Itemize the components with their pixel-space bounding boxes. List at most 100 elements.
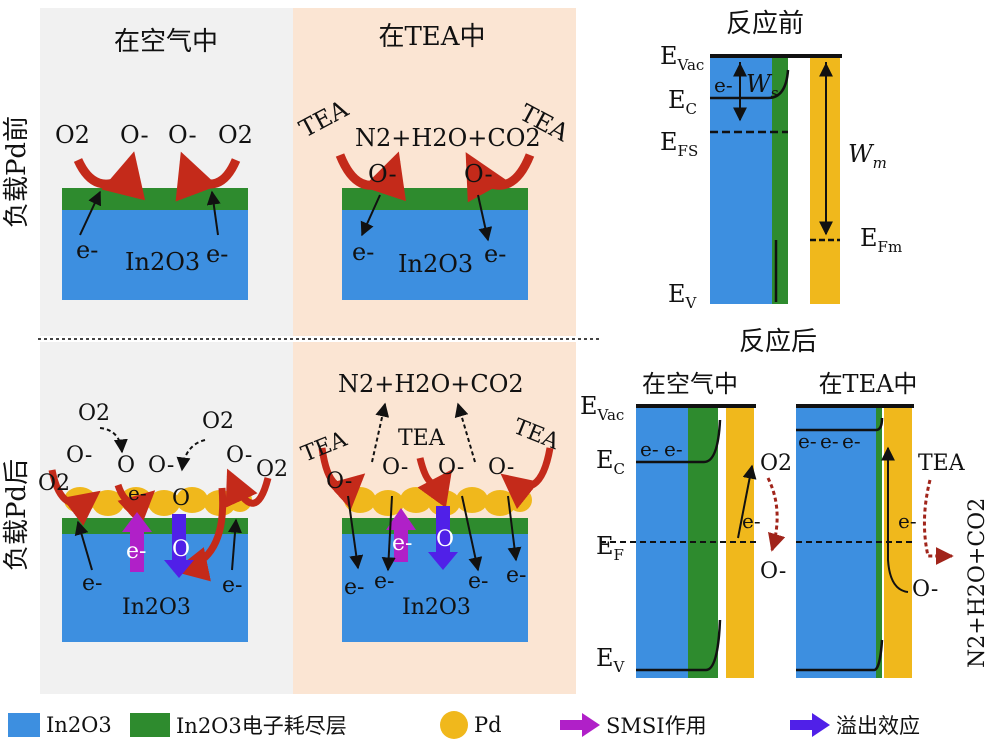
electron-arrow <box>507 495 522 562</box>
energy-label-fm: EFm <box>860 224 902 256</box>
band-header-tea: 在TEA中 <box>819 370 918 398</box>
tea-oxidation-arrow <box>500 447 554 510</box>
e-minus-label: e- <box>820 429 839 453</box>
electron-arrow <box>461 495 483 572</box>
smsi-arrow-shaft <box>394 528 408 562</box>
o2-label: O2 <box>38 471 70 496</box>
e-minus-label: e- <box>664 437 683 461</box>
spillover-arrow-shaft <box>172 514 186 562</box>
energy-label-fs: EFS <box>660 128 698 160</box>
o-label: O <box>436 527 454 552</box>
e-minus-label: e- <box>640 437 659 461</box>
spillover-arrow-head <box>428 552 458 570</box>
valence-band-edge <box>796 639 884 672</box>
e-minus-label: e- <box>484 240 506 268</box>
tea-oxidation-arrow <box>465 152 535 203</box>
product-release-arrow <box>454 402 476 463</box>
header-tea: 在TEA中 <box>378 22 485 52</box>
electron-arrow <box>347 495 364 570</box>
o-minus-label: O- <box>382 455 408 480</box>
spillover-arrow-head <box>164 560 194 578</box>
tea-oxidation-arrow <box>318 447 366 510</box>
o-minus-label: O- <box>760 559 786 584</box>
o-label: O <box>117 453 135 478</box>
o-minus-label: O- <box>148 453 174 478</box>
o2-adsorb-arrow <box>73 151 146 201</box>
electron-return-arrow <box>881 446 909 593</box>
legend-swatch-depletion <box>130 713 170 737</box>
tea-oxidation-arrow <box>922 479 954 565</box>
energy-label-c: EC <box>596 446 625 478</box>
row-label-after: 负载Pd后 <box>2 459 32 571</box>
header-air: 在空气中 <box>114 27 218 57</box>
o-minus-label: O- <box>168 121 197 149</box>
electron-arrow <box>206 190 221 236</box>
o2-label: O2 <box>760 451 792 476</box>
in2o3-label: In2O3 <box>122 595 191 620</box>
energy-label-vac: EVac <box>580 392 624 424</box>
depletion-layer <box>342 188 528 210</box>
o2-adsorb-arrow <box>173 487 227 582</box>
in2o3-label: In2O3 <box>402 595 471 620</box>
o-minus-label: O- <box>226 443 252 468</box>
o2-dissociation-arrow <box>176 439 206 472</box>
o-minus-label: O- <box>120 121 149 149</box>
e-minus-label: e- <box>222 573 242 598</box>
o-label: O <box>172 486 190 511</box>
o-minus-label: O- <box>438 455 464 480</box>
legend-label: SMSI作用 <box>606 714 707 738</box>
legend: In2O3 In2O3电子耗尽层 Pd SMSI作用 溢出效应 <box>0 700 1000 749</box>
e-minus-label: e- <box>82 571 102 596</box>
products-label: N2+H2O+CO2 <box>965 498 990 668</box>
legend-swatch-pd <box>440 711 468 739</box>
electron-arrow <box>228 518 242 571</box>
e-minus-label: e- <box>506 563 526 588</box>
e-minus-label: e- <box>714 73 733 97</box>
row-label-before: 负载Pd前 <box>2 116 32 228</box>
e-minus-label: e- <box>392 531 412 556</box>
legend-item-in2o3: In2O3 <box>8 708 112 742</box>
tea-label: TEA <box>398 426 446 451</box>
energy-label-v: EV <box>668 280 698 312</box>
o-minus-label: O- <box>326 469 352 494</box>
valence-band-edge <box>636 619 722 672</box>
o2-label: O2 <box>202 409 234 434</box>
o2-label: O2 <box>256 457 288 482</box>
in2o3-label: In2O3 <box>125 248 200 276</box>
spillover-arrow-icon <box>790 713 830 737</box>
o-minus-label: O- <box>464 160 493 188</box>
in2o3-label: In2O3 <box>398 250 473 278</box>
band-title-before: 反应前 <box>726 9 804 39</box>
depletion-layer <box>342 518 528 534</box>
energy-label-c: EC <box>668 86 697 118</box>
o2-label: O2 <box>78 401 110 426</box>
o-minus-label: O- <box>66 443 92 468</box>
o2-adsorb-arrow <box>225 468 272 508</box>
legend-item-pd: Pd <box>440 708 502 742</box>
o-minus-label: O- <box>368 160 397 188</box>
products-label: N2+H2O+CO2 <box>355 124 541 152</box>
electron-arrow <box>381 495 396 572</box>
o-minus-label: O- <box>488 455 514 480</box>
electron-arrow <box>360 194 381 237</box>
legend-label: In2O3 <box>46 713 112 737</box>
product-release-arrow <box>371 402 390 463</box>
o-label: O <box>172 537 190 562</box>
electron-arrow <box>79 190 102 236</box>
o2-adsorb-arrow <box>48 469 101 526</box>
electron-arrow <box>477 194 493 242</box>
o2-label: O2 <box>55 121 90 149</box>
electron-transfer-arrow <box>737 464 757 539</box>
spillover-arrow-shaft <box>436 506 450 554</box>
e-minus-label: e- <box>842 429 861 453</box>
o2-reduction-arrow <box>766 477 786 552</box>
legend-item-depletion: In2O3电子耗尽层 <box>130 708 347 742</box>
o2-label: O2 <box>218 121 253 149</box>
conduction-band-edge <box>710 69 790 100</box>
o2-adsorb-arrow <box>114 483 156 527</box>
conduction-band-edge <box>796 417 884 432</box>
e-minus-label: e- <box>344 575 364 600</box>
e-minus-label: e- <box>76 236 98 264</box>
e-minus-label: e- <box>798 429 817 453</box>
